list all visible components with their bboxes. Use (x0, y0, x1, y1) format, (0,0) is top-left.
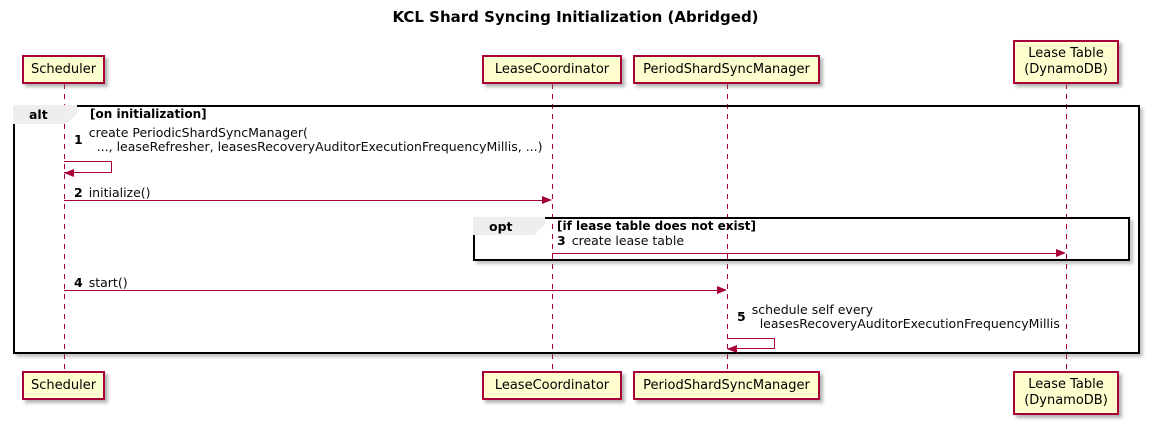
participant-periodshardsyncmanager-top: PeriodShardSyncManager (633, 55, 820, 84)
message-3-arrowhead-icon (1056, 249, 1066, 257)
message-3-label: 3 create lease table (557, 234, 684, 248)
message-1-text-line1: create PeriodicShardSyncManager( (88, 125, 308, 140)
participant-leasetable-top: Lease Table (DynamoDB) (1013, 40, 1119, 84)
participant-periodshardsyncmanager-bottom: PeriodShardSyncManager (633, 371, 820, 400)
participant-scheduler-bottom: Scheduler (22, 371, 105, 400)
message-3-number: 3 (557, 233, 566, 248)
message-1-label: 1 create PeriodicShardSyncManager( ..., … (74, 126, 543, 154)
lifeline-leasetable (1066, 84, 1067, 371)
participant-scheduler-top: Scheduler (22, 55, 105, 84)
message-1-arrowhead-icon (64, 169, 74, 177)
message-5-label: 5 schedule self every leasesRecoveryAudi… (737, 303, 1060, 331)
message-5-self-arrow (727, 338, 775, 349)
message-4-number: 4 (74, 275, 83, 290)
message-1-number: 1 (74, 132, 83, 147)
message-2-text: initialize() (88, 185, 151, 200)
alt-operator-label: alt (13, 105, 77, 124)
message-5-number: 5 (737, 309, 746, 324)
alt-frame (13, 105, 1140, 354)
message-2-arrow-line (64, 200, 544, 201)
participant-leasecoordinator-bottom: LeaseCoordinator (482, 371, 622, 400)
message-5-text-line2: leasesRecoveryAuditorExecutionFrequencyM… (759, 316, 1060, 331)
participant-leasecoordinator-top: LeaseCoordinator (482, 55, 622, 84)
message-5-arrowhead-icon (727, 345, 737, 353)
alt-guard-text: [on initialization] (90, 107, 207, 121)
lifeline-scheduler (64, 84, 65, 371)
message-3-text: create lease table (571, 233, 685, 248)
lifeline-periodshardsyncmanager (727, 84, 728, 371)
message-1-self-arrow (64, 161, 112, 173)
message-2-label: 2 initialize() (74, 186, 151, 200)
message-5-text-line1: schedule self every (751, 302, 874, 317)
message-1-text-line2: ..., leaseRefresher, leasesRecoveryAudit… (96, 139, 543, 154)
opt-frame (473, 217, 1130, 261)
opt-operator-label: opt (473, 217, 545, 235)
message-4-text: start() (88, 275, 128, 290)
message-2-arrowhead-icon (542, 196, 552, 204)
message-3-arrow-line (552, 253, 1056, 254)
message-4-arrow-line (64, 290, 717, 291)
opt-guard-text: [if lease table does not exist] (557, 219, 757, 233)
message-2-number: 2 (74, 185, 83, 200)
message-4-label: 4 start() (74, 276, 128, 290)
lifeline-leasecoordinator (552, 84, 553, 371)
diagram-title: KCL Shard Syncing Initialization (Abridg… (392, 8, 759, 26)
participant-leasetable-bottom: Lease Table (DynamoDB) (1013, 371, 1119, 415)
message-4-arrowhead-icon (717, 286, 727, 294)
